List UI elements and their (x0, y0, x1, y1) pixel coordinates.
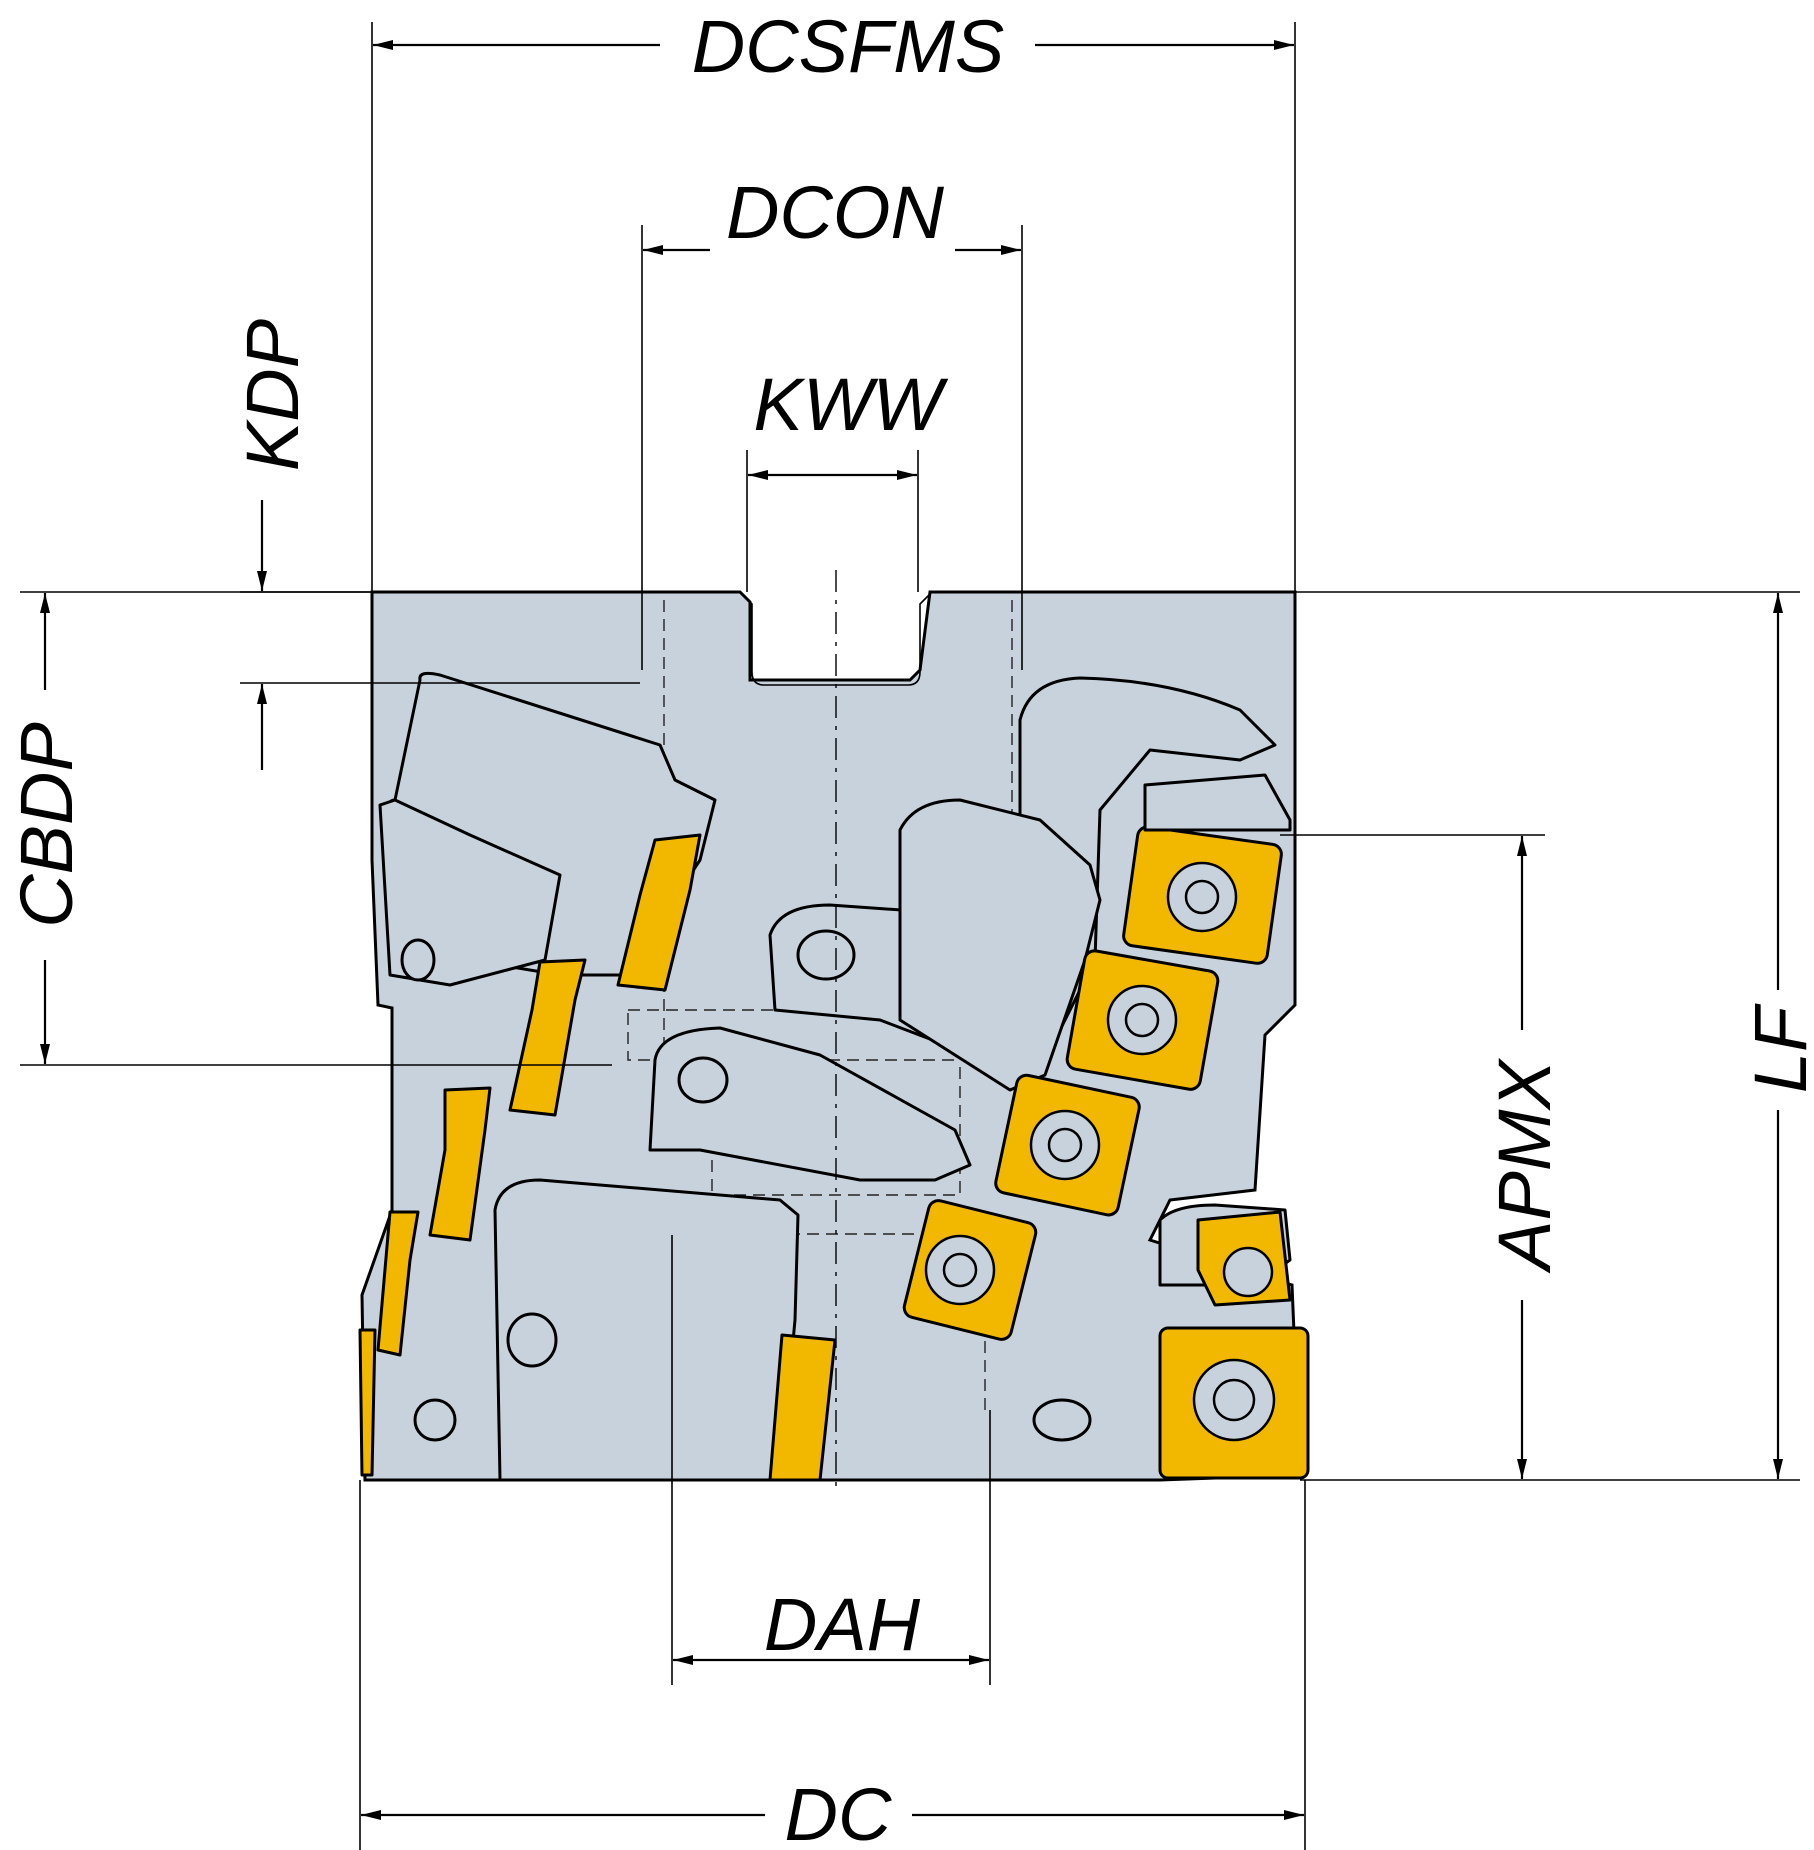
dimension-lines (40, 40, 1783, 1820)
inserts-left (358, 833, 837, 1482)
torx-screw-icon (1222, 1246, 1274, 1298)
insert-center-bottom (768, 1333, 837, 1482)
coolant-hole-4 (506, 1312, 558, 1368)
label-dah: DAH (764, 1583, 921, 1666)
coolant-hole-6 (1032, 1398, 1092, 1442)
insert-right-3 (994, 1073, 1141, 1217)
coolant-hole-3 (677, 1056, 729, 1104)
label-apmx: APMX (1483, 1058, 1566, 1274)
insert-right-6 (1196, 1210, 1292, 1307)
label-dcsfms: DCSFMS (692, 5, 1004, 88)
insert-left-3 (428, 1086, 492, 1242)
insert-left-2 (508, 958, 587, 1117)
insert-left-4 (376, 1210, 420, 1357)
label-dcon: DCON (726, 171, 944, 254)
label-dc: DC (785, 1773, 892, 1850)
dimension-labels: DCSFMS DCON KWW KDP CBDP APMX LF DAH DC (5, 5, 1814, 1850)
insert-right-2 (1065, 949, 1220, 1091)
coolant-hole-1 (400, 938, 436, 982)
pocket-center-mid (648, 1026, 972, 1182)
wedge-top-right (1143, 773, 1292, 832)
coolant-hole-2 (796, 929, 856, 981)
insert-right-5 (1158, 1326, 1310, 1480)
label-kdp: KDP (231, 319, 314, 471)
label-cbdp: CBDP (5, 722, 88, 928)
insert-left-1 (616, 833, 702, 992)
coolant-hole-5 (413, 1398, 457, 1442)
inserts-right (902, 773, 1310, 1480)
pocket-left-mid (378, 798, 562, 987)
label-lf: LF (1739, 1003, 1814, 1093)
label-kww: KWW (753, 363, 948, 446)
pocket-center-right (898, 798, 1102, 1092)
insert-left-5 (358, 1328, 377, 1477)
insert-right-4 (902, 1199, 1038, 1341)
insert-right-1 (1122, 825, 1283, 965)
extension-lines (20, 22, 1800, 1850)
